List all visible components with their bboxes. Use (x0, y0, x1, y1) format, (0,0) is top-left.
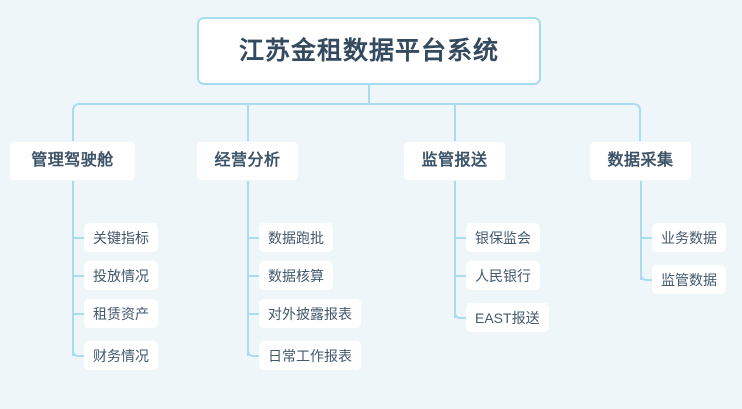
connector-elbow-leaf-4-2 (640, 273, 652, 281)
connector-root-drop (368, 85, 370, 105)
connector-stub-leaf-1-3 (72, 313, 85, 315)
leaf-node-1-2[interactable]: 投放情况 (84, 261, 158, 290)
leaf-node-2-2-label: 数据核算 (268, 267, 324, 284)
branch-node-1-label: 管理驾驶舱 (31, 152, 114, 169)
branch-node-4[interactable]: 数据采集 (589, 141, 692, 181)
leaf-node-2-2[interactable]: 数据核算 (259, 261, 333, 290)
leaf-node-1-4-label: 财务情况 (93, 347, 149, 364)
connector-stub-leaf-1-1 (72, 237, 85, 239)
connector-stub-leaf-2-2 (247, 275, 260, 277)
leaf-node-3-1-label: 银保监会 (475, 229, 531, 246)
leaf-node-1-1-label: 关键指标 (93, 229, 149, 246)
connector-elbow-leaf-1-4 (72, 349, 84, 357)
leaf-node-2-1[interactable]: 数据跑批 (259, 223, 333, 252)
leaf-node-1-3-label: 租赁资产 (93, 305, 149, 322)
connector-stub-leaf-3-1 (454, 237, 467, 239)
connector-drop-branch-3 (454, 103, 456, 141)
leaf-node-4-1[interactable]: 业务数据 (652, 223, 726, 252)
connector-elbow-branch-4 (632, 103, 641, 141)
leaf-node-4-2[interactable]: 监管数据 (652, 265, 726, 294)
leaf-node-4-1-label: 业务数据 (661, 229, 717, 246)
connector-elbow-leaf-2-4 (247, 349, 259, 357)
connector-stub-leaf-4-1 (640, 237, 653, 239)
leaf-node-1-4[interactable]: 财务情况 (84, 341, 158, 370)
root-node-title[interactable]: 江苏金租数据平台系统 (197, 17, 541, 85)
connector-root-bus (79, 103, 633, 105)
connector-spine-branch-2 (247, 181, 249, 356)
leaf-node-3-1[interactable]: 银保监会 (466, 223, 540, 252)
leaf-node-2-3[interactable]: 对外披露报表 (259, 299, 361, 328)
leaf-node-4-2-label: 监管数据 (661, 271, 717, 288)
branch-node-2-label: 经营分析 (214, 152, 281, 169)
connector-spine-branch-1 (72, 181, 74, 356)
connector-stub-leaf-2-3 (247, 313, 260, 315)
leaf-node-1-2-label: 投放情况 (93, 267, 149, 284)
branch-node-3-label: 监管报送 (421, 152, 488, 169)
branch-node-4-label: 数据采集 (607, 152, 674, 169)
connector-drop-branch-2 (247, 103, 249, 141)
leaf-node-2-4[interactable]: 日常工作报表 (259, 341, 361, 370)
connector-spine-branch-3 (454, 181, 456, 318)
connector-spine-branch-4 (640, 181, 642, 280)
leaf-node-1-3[interactable]: 租赁资产 (84, 299, 158, 328)
leaf-node-1-1[interactable]: 关键指标 (84, 223, 158, 252)
branch-node-2[interactable]: 经营分析 (196, 141, 299, 181)
leaf-node-3-2-label: 人民银行 (475, 267, 531, 284)
root-node-label: 江苏金租数据平台系统 (238, 36, 499, 65)
connector-elbow-branch-1 (72, 103, 81, 141)
branch-node-1[interactable]: 管理驾驶舱 (9, 141, 136, 181)
leaf-node-2-3-label: 对外披露报表 (268, 305, 352, 322)
leaf-node-3-3-label: EAST报送 (475, 309, 540, 326)
leaf-node-2-4-label: 日常工作报表 (268, 347, 352, 364)
connector-elbow-leaf-3-3 (454, 311, 466, 319)
leaf-node-2-1-label: 数据跑批 (268, 229, 324, 246)
leaf-node-3-2[interactable]: 人民银行 (466, 261, 540, 290)
connector-stub-leaf-2-1 (247, 237, 260, 239)
connector-stub-leaf-1-2 (72, 275, 85, 277)
connector-stub-leaf-3-2 (454, 275, 467, 277)
leaf-node-3-3[interactable]: EAST报送 (466, 303, 549, 332)
branch-node-3[interactable]: 监管报送 (403, 141, 506, 181)
